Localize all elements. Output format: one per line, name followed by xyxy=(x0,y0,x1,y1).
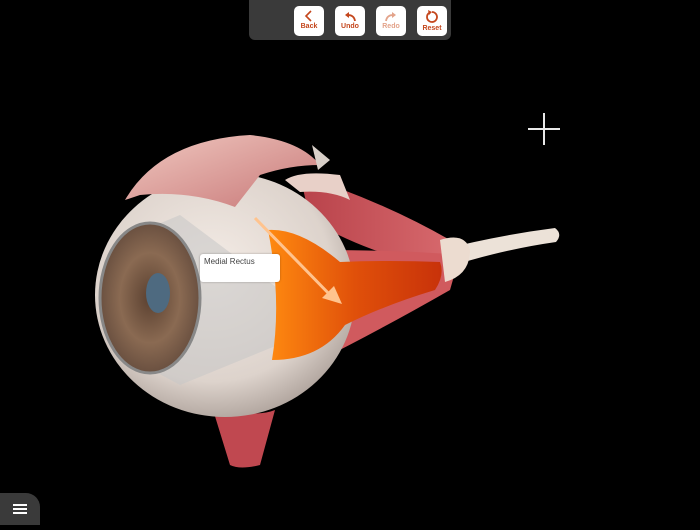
reset-circular-arrow-icon xyxy=(426,10,438,23)
structure-label[interactable]: Medial Rectus xyxy=(200,254,280,282)
chevron-left-icon xyxy=(304,10,312,22)
top-toolbar: Back Undo Redo Reset xyxy=(249,0,451,40)
add-pin-crosshair-icon[interactable] xyxy=(528,113,560,145)
hamburger-menu-icon xyxy=(13,504,27,514)
undo-button[interactable]: Undo xyxy=(335,6,365,36)
structure-label-text: Medial Rectus xyxy=(204,257,255,266)
reset-button[interactable]: Reset xyxy=(417,6,447,36)
redo-arrow-icon xyxy=(385,12,396,22)
undo-arrow-icon xyxy=(345,12,356,22)
redo-button[interactable]: Redo xyxy=(376,6,406,36)
back-button[interactable]: Back xyxy=(294,6,324,36)
menu-button[interactable] xyxy=(0,493,40,525)
